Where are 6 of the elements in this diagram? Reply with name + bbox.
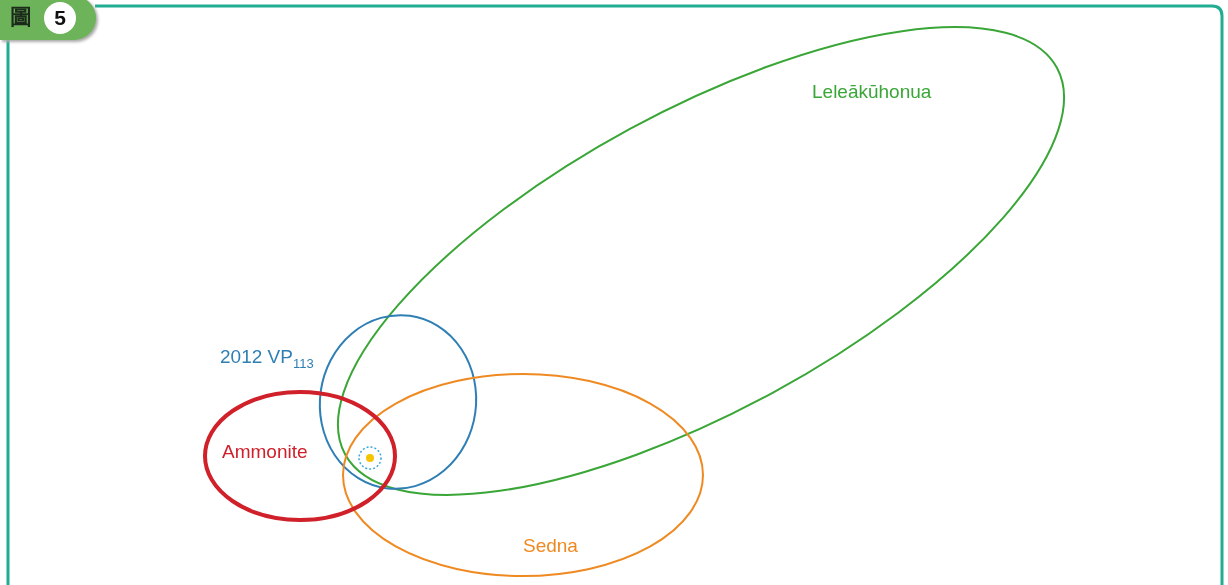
figure-mark: 圖 [10,6,32,28]
orbit-label: Leleākūhonua [812,82,932,101]
orbit-label: 2012 VP$_{113}$ [220,347,314,370]
figure-number: 5 [44,2,76,34]
orbit-label: Ammonite [222,442,308,461]
orbit-label: Sedna [523,536,578,555]
